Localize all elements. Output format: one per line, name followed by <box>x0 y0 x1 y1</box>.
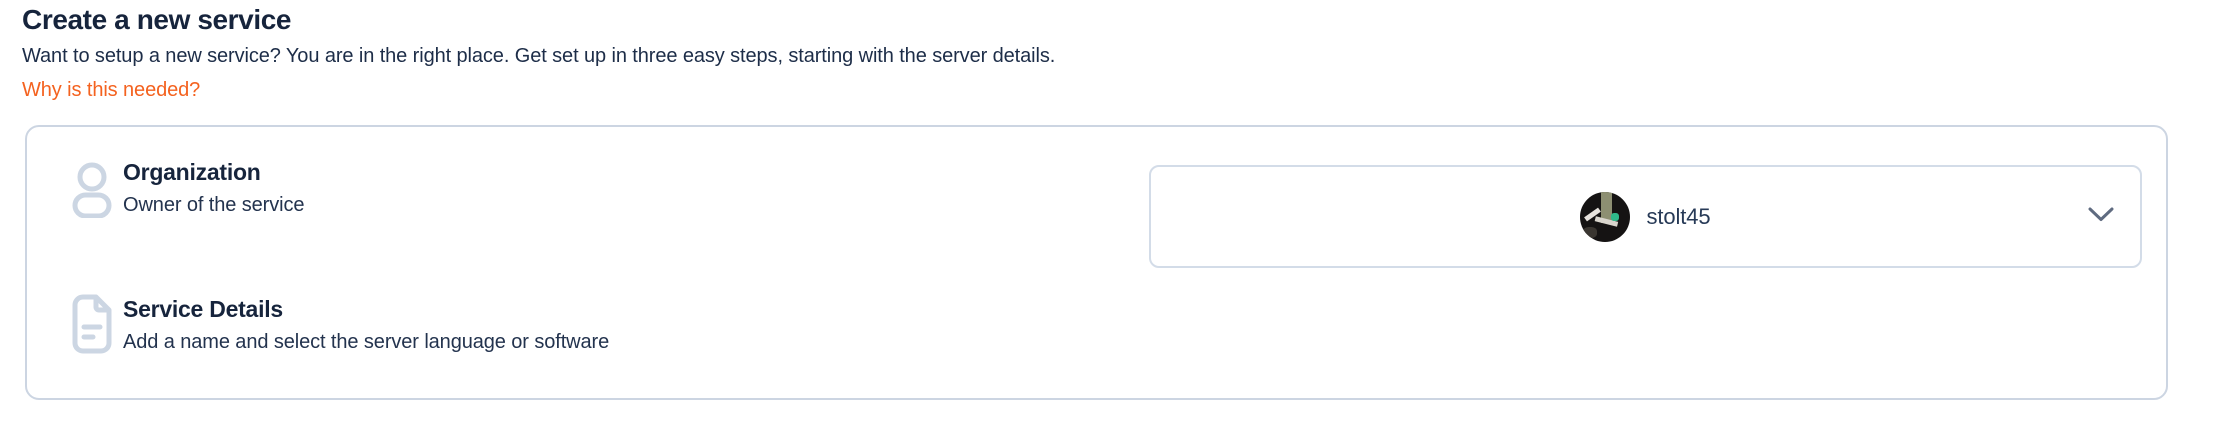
service-details-description: Add a name and select the server languag… <box>123 331 610 353</box>
organization-title: Organization <box>123 159 261 185</box>
why-is-this-needed-link[interactable]: Why is this needed? <box>22 79 201 101</box>
person-icon <box>65 160 119 220</box>
service-details-row-text: Service Details Add a name and select th… <box>123 294 609 355</box>
document-icon <box>65 294 119 354</box>
avatar <box>1580 191 1631 242</box>
service-details-row: Service Details Add a name and select th… <box>27 282 2166 392</box>
organization-row: Organization Owner of the service stolt4… <box>27 145 2166 268</box>
page-subtitle: Want to setup a new service? You are in … <box>22 45 1056 67</box>
organization-description: Owner of the service <box>123 194 305 216</box>
organization-row-text: Organization Owner of the service <box>123 157 305 218</box>
organization-selected-value: stolt45 <box>1580 191 1711 242</box>
service-details-title: Service Details <box>123 296 283 322</box>
create-service-card: Organization Owner of the service stolt4… <box>25 125 2168 400</box>
organization-select[interactable]: stolt45 <box>1149 165 2142 268</box>
page-title: Create a new service <box>22 4 292 35</box>
chevron-down-icon[interactable] <box>2088 206 2114 227</box>
organization-name-label: stolt45 <box>1646 203 1711 229</box>
